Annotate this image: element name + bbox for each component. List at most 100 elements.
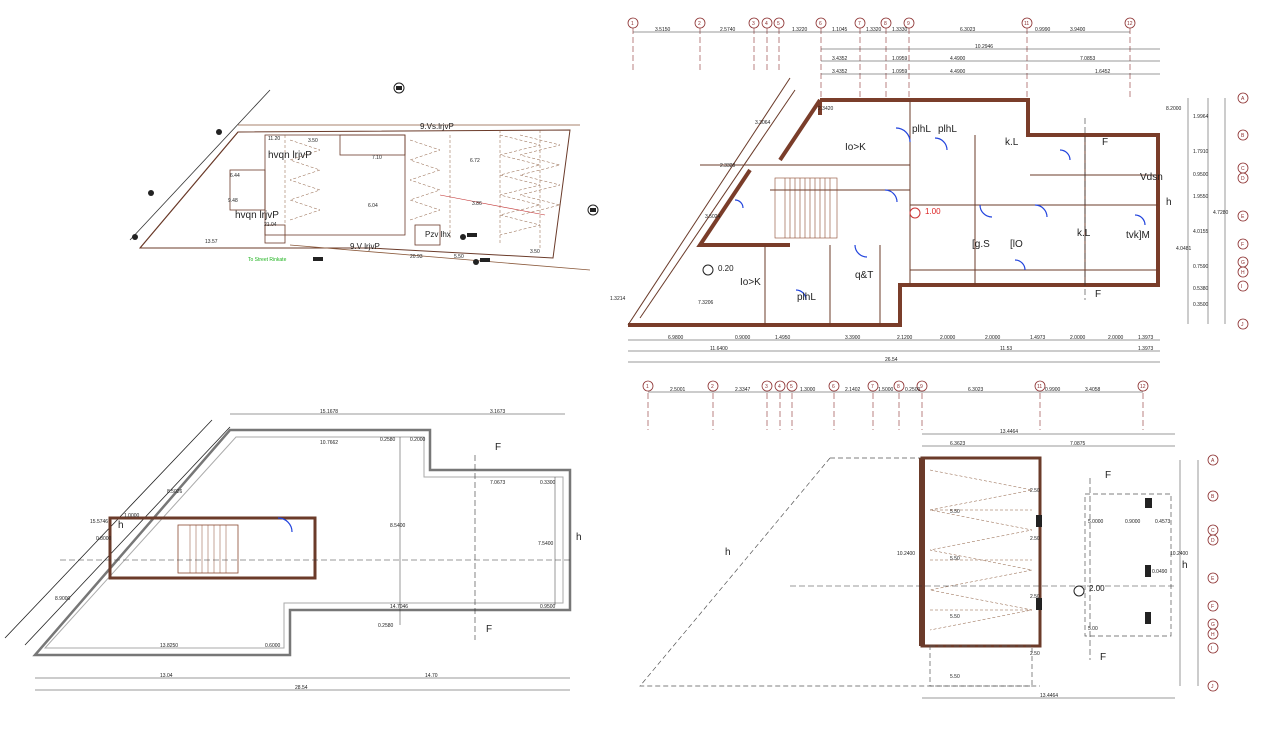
grid-bubble: 1 [631, 21, 634, 27]
grid-bubble: F [1211, 604, 1214, 610]
dim: 14.70 [425, 673, 438, 679]
room-label: [lO [1010, 239, 1023, 250]
dim: 1.3320 [866, 27, 882, 33]
grid-bubble: E [1241, 214, 1245, 220]
section-mark: F [1102, 137, 1108, 148]
grid-bubble: 6 [832, 384, 835, 390]
dim: 15.5746 [90, 519, 108, 525]
room-label: plhL [938, 124, 957, 135]
site-dim: 6.72 [470, 158, 480, 164]
dim: 10.2400 [1170, 551, 1188, 557]
dim: 2.0000 [1070, 335, 1086, 341]
dim: 6.9800 [668, 335, 684, 341]
room-label: plhL [797, 292, 816, 303]
parking-plan: 1 2 3 4 5 6 7 8 9 11 12 2.5001 2.3347 1.… [639, 380, 1219, 699]
ground-floor-plan: 1 2 3 4 5 6 7 8 9 11 12 3.5150 2.5740 1.… [610, 17, 1249, 363]
section-f: F [1105, 470, 1111, 481]
dim: 6.3023 [960, 27, 976, 33]
dim: 5.00 [1088, 626, 1098, 632]
site-dim: 20.93 [410, 254, 423, 260]
dim: 3.3064 [755, 120, 771, 126]
grid-bubble: E [1211, 576, 1215, 582]
dim: 0.4573 [1155, 519, 1171, 525]
dim: 0.2500 [905, 387, 921, 393]
grid-bubble: B [1241, 133, 1245, 139]
dim: 1.3973 [1138, 346, 1154, 352]
site-dim: 6.44 [230, 173, 240, 179]
dim: 2.1200 [897, 335, 913, 341]
roof-plan: 15.1678 3.1673 10.7662 0.2580 0.2000 7.0… [4, 409, 582, 691]
dim: 7.0673 [490, 480, 506, 486]
dim: 7.5400 [538, 541, 554, 547]
section-mark: F [1095, 289, 1101, 300]
dim: 1.9964 [1193, 114, 1209, 120]
dim: 7.3206 [698, 300, 714, 306]
grid-bubble: A [1211, 458, 1215, 464]
dim: 5.0000 [1088, 519, 1104, 525]
grid-bubble: H [1241, 270, 1245, 276]
dim: 2.0000 [940, 335, 956, 341]
site-plan: 9.Vs.lrjvP 9.V lrjvP To Street Rinkate h… [129, 82, 599, 271]
grid-bubble: A [1241, 96, 1245, 102]
dim: 4.0481 [1176, 246, 1192, 252]
section-f: F [486, 624, 492, 635]
dim: 4.4900 [950, 56, 966, 62]
dim: 0.3300 [540, 480, 556, 486]
grid-bubble: 2 [698, 21, 701, 27]
dim: 1.3214 [610, 296, 626, 302]
room-label: [g.S [972, 239, 990, 250]
site-label-2: hvqn lrjvP [235, 210, 279, 221]
dim: 2.1402 [845, 387, 861, 393]
dim: 4.0155 [1193, 229, 1209, 235]
grid-bubble: 12 [1127, 21, 1133, 27]
road-label-bottom: 9.V lrjvP [350, 242, 380, 251]
dim: 1.1045 [832, 27, 848, 33]
dim: 1.7910 [1193, 149, 1209, 155]
dim: 5.50 [950, 556, 960, 562]
dim: 3.5024 [705, 214, 721, 220]
dim: 1.0959 [892, 56, 908, 62]
room-label: Io>K [845, 142, 866, 153]
dim: 5.50 [950, 614, 960, 620]
dim: 0.9000 [1125, 519, 1141, 525]
site-dim: 21.04 [264, 222, 277, 228]
grid-bubble: D [1211, 538, 1215, 544]
dim: 7.0875 [1070, 441, 1086, 447]
dim: 2.50 [1030, 594, 1040, 600]
grid-bubble: 7 [871, 384, 874, 390]
grid-bubble: C [1241, 166, 1245, 172]
section-h: h [576, 532, 582, 543]
street-note: To Street Rinkate [248, 257, 287, 263]
dim: 5.50 [950, 509, 960, 515]
site-dim: 9.48 [228, 198, 238, 204]
dim: 2.0000 [985, 335, 1001, 341]
level-mark: 1.00 [925, 207, 941, 216]
grid-bubble: 8 [897, 384, 900, 390]
dim: 0.9500 [540, 604, 556, 610]
dim: 2.3420 [818, 106, 834, 112]
dim: 2.0000 [1108, 335, 1124, 341]
dim: 0.9900 [1045, 387, 1061, 393]
room-label: Io>K [740, 277, 761, 288]
dim: 1.0959 [892, 69, 908, 75]
dim: 6.3023 [968, 387, 984, 393]
grid-bubble: C [1211, 528, 1215, 534]
grid-bubble: 5 [790, 384, 793, 390]
dim: 0.0490 [1152, 569, 1168, 575]
grid-bubble: G [1241, 260, 1245, 266]
dim: 1.9550 [1193, 194, 1209, 200]
dim: 2.5001 [670, 387, 686, 393]
site-dim: 7.10 [372, 155, 382, 161]
dim: 8.5400 [390, 523, 406, 529]
grid-bubble: 11 [1024, 21, 1029, 27]
road-label-top: 9.Vs.lrjvP [420, 122, 454, 131]
grid-bubble: 5 [777, 21, 780, 27]
dim: 3.4352 [832, 56, 848, 62]
site-label-3: Pzv lhx [425, 230, 451, 239]
level-mark: 2.00 [1089, 584, 1105, 593]
section-f: F [495, 442, 501, 453]
room-label: tvk]M [1126, 230, 1150, 241]
dim: 0.9500 [1193, 172, 1209, 178]
dim: 13.4464 [1000, 429, 1018, 435]
dim: 3.5150 [655, 27, 671, 33]
